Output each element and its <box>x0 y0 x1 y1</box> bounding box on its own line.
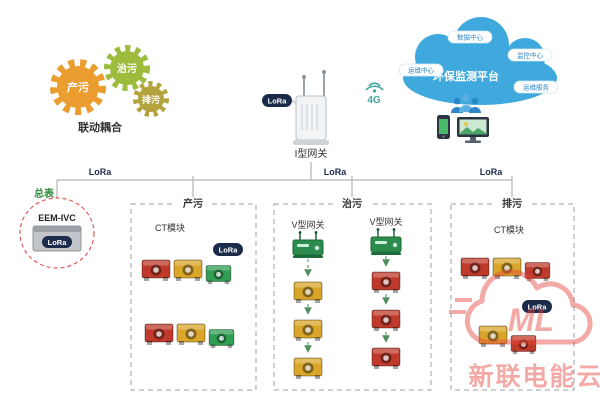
bus-lora-left: LoRa <box>89 167 112 177</box>
zhiwu-title: 治污 <box>342 197 362 210</box>
ct-module-yellow <box>176 323 206 346</box>
net-4g-label: 4G <box>367 95 381 106</box>
lora-bus: LoRa LoRa LoRa <box>56 162 513 204</box>
gear-chanwu-label: 产污 <box>67 80 89 94</box>
bubble-data-center-label: 数据中心 <box>457 33 484 42</box>
watermark-logo-text: ML <box>508 302 554 338</box>
bus-lora-mid: LoRa <box>324 167 347 177</box>
bubble-service-center-label: 运维服务 <box>523 83 550 92</box>
bus-lora-right: LoRa <box>480 167 503 177</box>
paiwu-box <box>450 203 575 391</box>
watermark-brand-text: 新联电能云 <box>468 362 600 391</box>
i-gateway-device <box>295 95 327 141</box>
gear-zhiwu-teeth <box>104 45 150 91</box>
vgateway-right-label: V型网关 <box>369 216 402 227</box>
chanwu-lora-badge-label: LoRa <box>219 245 239 254</box>
type1-gateway-group: LoRa I型网关 4G <box>262 70 384 160</box>
bubble-ops-center-label: 运维中心 <box>408 66 435 75</box>
gear-paiwu-teeth <box>133 81 169 117</box>
chanwu-box <box>130 203 257 391</box>
paiwu-lora-badge-label: LoRa <box>528 302 548 311</box>
ct-module-green <box>205 265 232 285</box>
ct-module-yellow <box>293 319 323 342</box>
gear-paiwu-label: 排污 <box>142 94 160 105</box>
bubble-ops-center <box>398 63 444 77</box>
monitor-icon <box>457 117 489 143</box>
v-gateway-device <box>370 228 402 256</box>
lora-badge-label: LoRa <box>268 97 288 106</box>
section-chanwu: 产污 CT模块 LoRa <box>130 197 257 391</box>
gear-zhiwu-label: 治污 <box>117 62 137 75</box>
paiwu-title-mask <box>495 197 529 210</box>
bubble-monitor-center <box>507 48 553 62</box>
ct-module-red <box>141 259 171 282</box>
signal-4g-icon: 4G <box>365 82 384 106</box>
watermark-cloud-logo <box>464 269 593 345</box>
gateway-base <box>293 140 329 145</box>
watermark: ML 新联电能云 <box>449 269 600 391</box>
gears-caption: 联动耦合 <box>78 120 123 134</box>
cloud-title: 环保监测平台 <box>433 69 499 83</box>
vgateway-left-label: V型网关 <box>291 219 324 230</box>
chanwu-module-label: CT模块 <box>155 222 185 233</box>
meter-device-top <box>33 226 81 232</box>
antenna-left-tip <box>302 75 306 79</box>
main-meter-group: 总表 EEM-IVC LoRa <box>19 187 95 269</box>
chanwu-title: 产污 <box>183 197 203 210</box>
paiwu-title: 排污 <box>502 197 522 210</box>
gateway-label: I型网关 <box>295 147 328 160</box>
lora-badge <box>262 94 292 107</box>
gear-zhiwu <box>110 51 144 85</box>
gear-chanwu-teeth <box>50 59 106 115</box>
gear-paiwu <box>138 86 164 112</box>
meter-tag: 总表 <box>34 187 55 200</box>
meter-model: EEM-IVC <box>38 213 76 223</box>
phone-icon <box>437 115 450 139</box>
ct-module-red <box>144 323 174 346</box>
ct-module-yellow <box>293 357 323 380</box>
antenna-right-tip <box>322 70 326 74</box>
ct-module-yellow <box>293 281 323 304</box>
section-zhiwu: 治污 V型网关 V型网关 <box>273 197 432 391</box>
paiwu-lora-badge <box>522 300 552 313</box>
gear-chanwu <box>57 66 99 108</box>
chanwu-lora-badge <box>213 243 243 256</box>
signal-arc <box>365 85 384 91</box>
bubble-monitor-center-label: 监控中心 <box>517 51 544 60</box>
ct-module-red <box>371 309 401 332</box>
section-paiwu: 排污 CT模块 LoRa <box>450 197 575 391</box>
bubble-service-center <box>513 80 559 94</box>
ct-module-red <box>371 347 401 370</box>
ct-module-red <box>460 257 490 280</box>
ct-module-red <box>510 335 537 355</box>
cloud-platform-group: 环保监测平台 数据中心 运维中心 监控中心 运维服务 <box>398 17 559 143</box>
gears-group: 产污 治污 排污 联动耦合 <box>50 45 169 134</box>
v-gateway-device <box>292 231 324 259</box>
bubble-data-center <box>447 30 493 44</box>
ct-module-green <box>208 329 235 349</box>
zhiwu-title-mask <box>335 197 369 210</box>
meter-lora-badge-label: LoRa <box>48 238 68 247</box>
signal-arc <box>368 82 381 87</box>
ct-module-yellow <box>173 259 203 282</box>
paiwu-module-label: CT模块 <box>494 224 524 235</box>
signal-dot <box>372 89 377 93</box>
users-icon <box>451 94 481 113</box>
ct-module-red <box>371 271 401 294</box>
meter-lora-badge <box>42 236 72 248</box>
chanwu-title-mask <box>176 197 210 210</box>
